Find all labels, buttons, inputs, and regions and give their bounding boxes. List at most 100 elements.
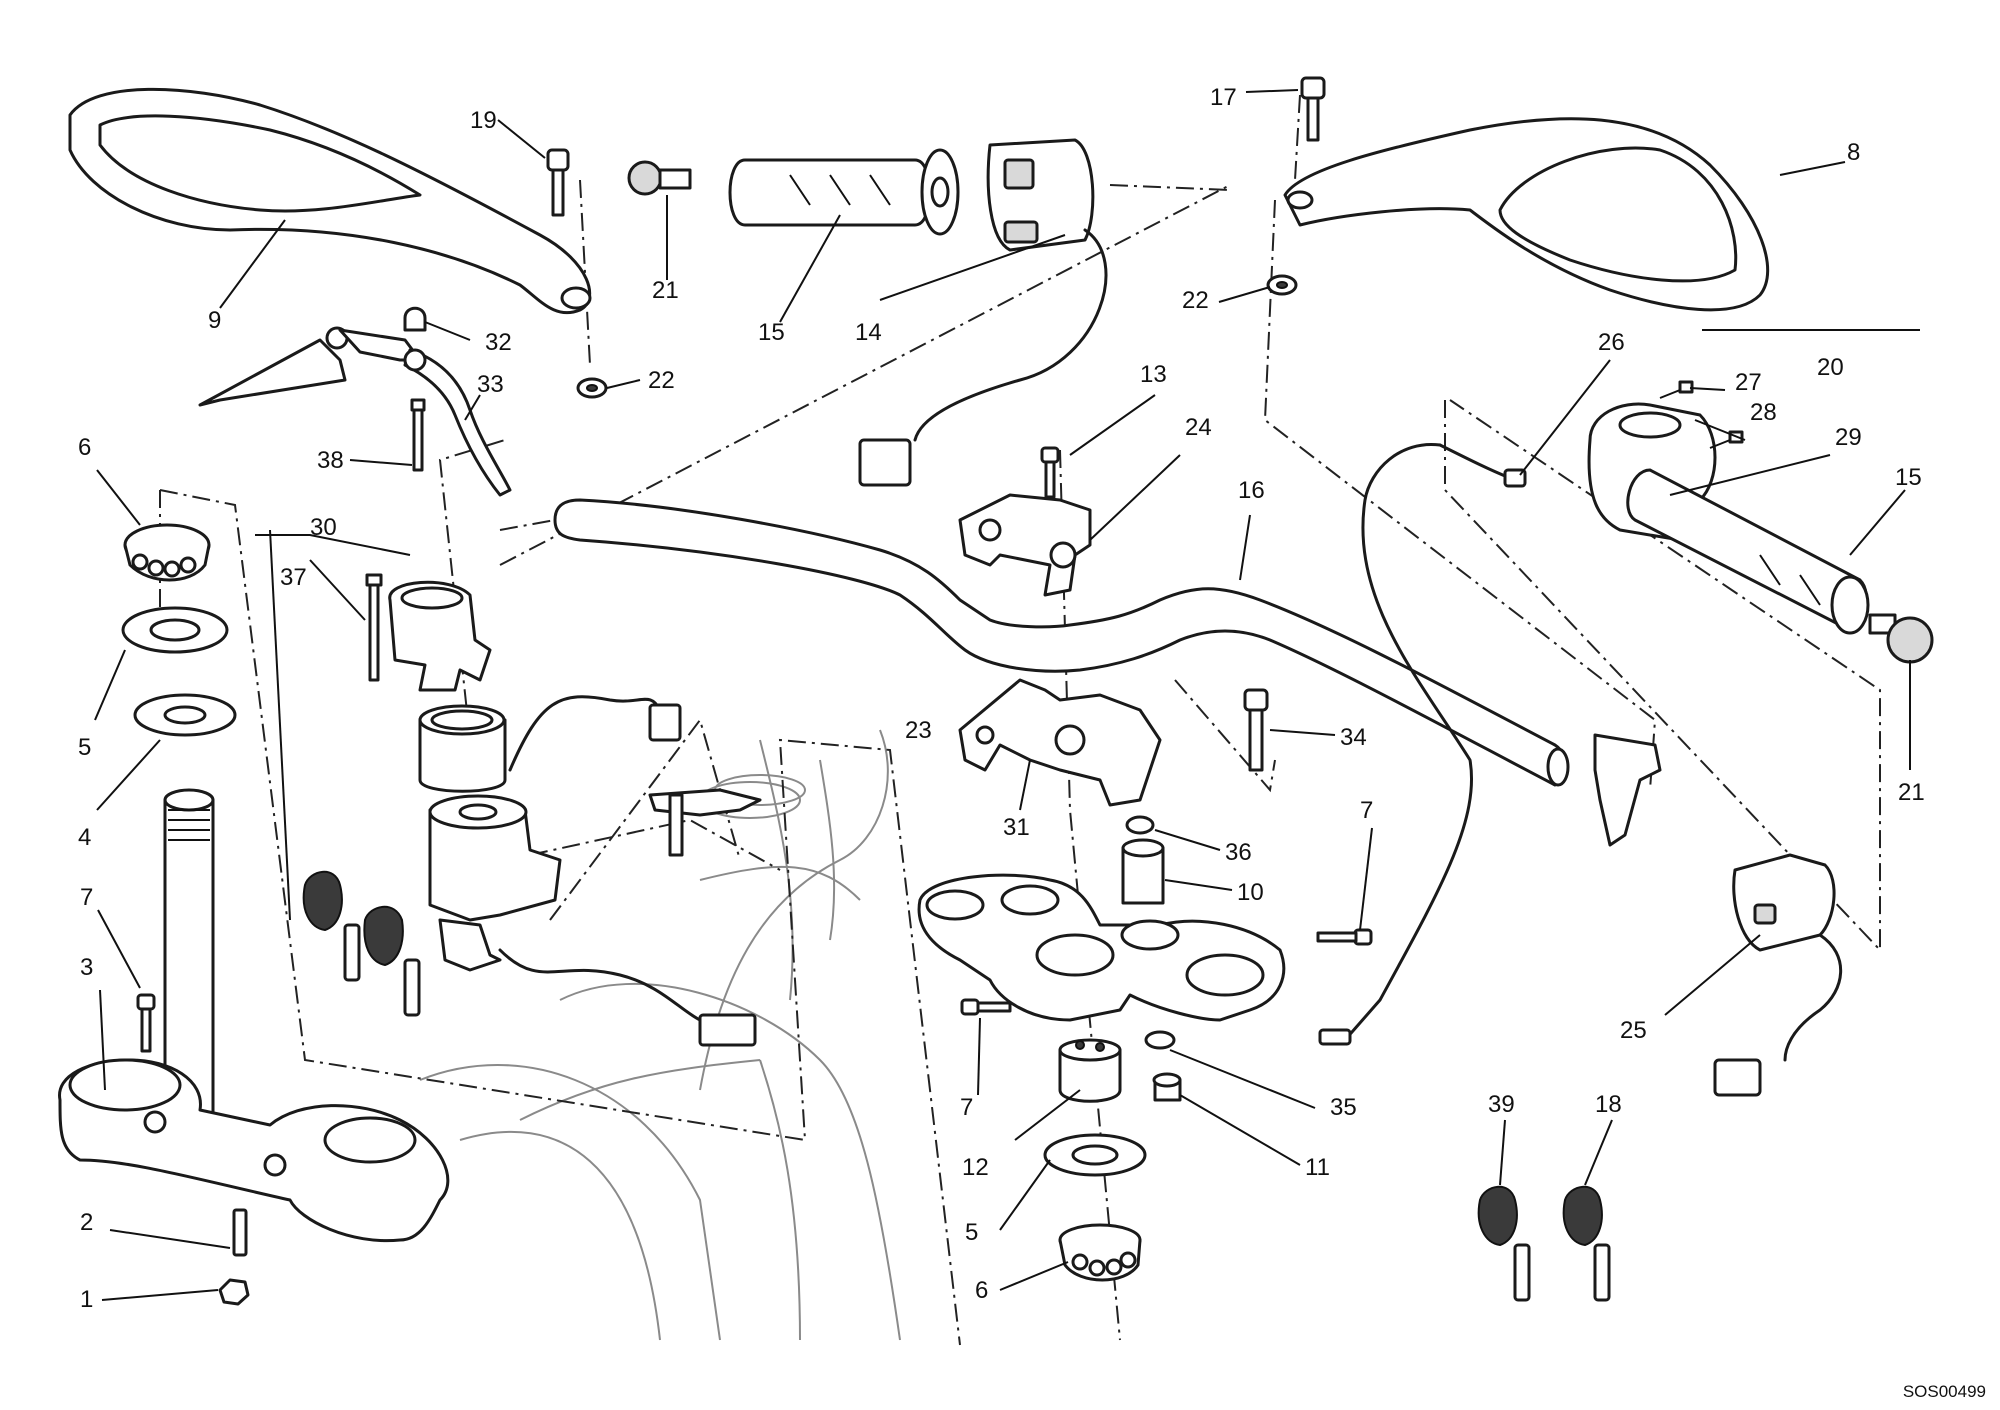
callout-22-left: 22 xyxy=(648,367,675,394)
callout-30: 30 xyxy=(310,514,337,541)
callout-7-right: 7 xyxy=(1360,797,1373,824)
callout-numbers: 19 21 15 14 17 8 9 32 22 22 33 38 6 30 3… xyxy=(78,84,1925,1313)
callout-15-left: 15 xyxy=(758,319,785,346)
bolt-13 xyxy=(1040,446,1060,499)
callout-29: 29 xyxy=(1835,424,1862,451)
callout-23: 23 xyxy=(905,717,932,744)
callout-5-bottom: 5 xyxy=(965,1219,978,1246)
callout-6-bottom: 6 xyxy=(975,1277,988,1304)
nut-32 xyxy=(403,306,427,332)
switch-14-left xyxy=(858,138,1108,487)
diagram-code: SOS00499 xyxy=(1902,1382,1986,1401)
callout-26: 26 xyxy=(1598,329,1625,356)
seal-5-bottom xyxy=(1043,1133,1147,1177)
nut-12 xyxy=(1058,1038,1122,1103)
callout-9: 9 xyxy=(208,307,221,334)
callout-3: 3 xyxy=(80,954,93,981)
bolt-38 xyxy=(410,398,426,472)
switch-25-right xyxy=(1713,853,1843,1097)
bolt-7-left xyxy=(136,993,156,1053)
bracket-ignition-mount xyxy=(648,788,762,857)
callout-8: 8 xyxy=(1847,139,1860,166)
ignition-ring xyxy=(418,704,507,793)
callout-5-top: 5 xyxy=(78,734,91,761)
handlebar-right-mount xyxy=(1593,733,1662,847)
callout-36: 36 xyxy=(1225,839,1252,866)
callout-7-upper-yoke: 7 xyxy=(960,1094,973,1121)
callout-18: 18 xyxy=(1595,1091,1622,1118)
seal-5-top xyxy=(121,606,229,654)
key-left-b xyxy=(363,905,421,1017)
callout-21-right: 21 xyxy=(1898,779,1925,806)
left-mirror xyxy=(68,87,592,315)
callout-22-right: 22 xyxy=(1182,287,1209,314)
callout-11: 11 xyxy=(1305,1154,1330,1181)
washer-36 xyxy=(1125,815,1155,835)
callout-39: 39 xyxy=(1488,1091,1515,1118)
callout-7-left: 7 xyxy=(80,884,93,911)
callout-38: 38 xyxy=(317,447,344,474)
callout-1: 1 xyxy=(80,1286,93,1313)
washer-22-right xyxy=(1266,274,1298,296)
key-left-a xyxy=(302,870,361,982)
callout-14: 14 xyxy=(855,319,882,346)
throttle-cable-26 xyxy=(1318,442,1527,1046)
leader-lines xyxy=(94,89,1920,1301)
key-18 xyxy=(1562,1185,1611,1302)
callout-33: 33 xyxy=(477,371,504,398)
washer-4 xyxy=(133,693,237,737)
lower-yoke-3 xyxy=(58,1058,450,1243)
callout-6-top: 6 xyxy=(78,434,91,461)
callout-2: 2 xyxy=(80,1209,93,1236)
callout-10: 10 xyxy=(1237,879,1264,906)
nut-11 xyxy=(1152,1072,1182,1102)
bolt-19 xyxy=(546,148,570,217)
ignition-switch xyxy=(428,695,757,1047)
callout-27: 27 xyxy=(1735,369,1762,396)
callout-32: 32 xyxy=(485,329,512,356)
bracket-left xyxy=(198,326,422,407)
callout-37: 37 xyxy=(280,564,307,591)
lever-33 xyxy=(403,348,512,497)
right-mirror xyxy=(1283,117,1770,312)
bar-end-21-left xyxy=(627,160,692,196)
callout-24: 24 xyxy=(1185,414,1212,441)
bearing-6-bottom xyxy=(1058,1223,1142,1282)
clamp-31-lower xyxy=(958,678,1162,807)
bolt-17 xyxy=(1300,76,1326,142)
bolt-7-right xyxy=(1316,928,1373,946)
callout-35: 35 xyxy=(1330,1094,1357,1121)
callout-13: 13 xyxy=(1140,361,1167,388)
grip-15-right xyxy=(1626,468,1870,635)
bolt-7-upper-yoke xyxy=(960,998,1012,1016)
ignition-cover-30 xyxy=(388,580,492,692)
callout-16: 16 xyxy=(1238,477,1265,504)
callout-15-right: 15 xyxy=(1895,464,1922,491)
bush-10 xyxy=(1121,838,1165,905)
nut-1 xyxy=(218,1278,250,1306)
callout-19: 19 xyxy=(470,107,497,134)
screw-27 xyxy=(1659,380,1694,399)
pin-2 xyxy=(232,1208,248,1257)
callout-31: 31 xyxy=(1003,814,1030,841)
clamp-24-upper xyxy=(958,493,1092,597)
callout-25: 25 xyxy=(1620,1017,1647,1044)
washer-35 xyxy=(1144,1030,1176,1050)
callout-21-left: 21 xyxy=(652,277,679,304)
washer-22-left xyxy=(576,377,608,399)
bolt-34 xyxy=(1243,688,1269,772)
callout-34: 34 xyxy=(1340,724,1367,751)
bar-end-21-right xyxy=(1868,613,1934,664)
callout-20: 20 xyxy=(1817,354,1844,381)
callout-17: 17 xyxy=(1210,84,1237,111)
upper-yoke-23 xyxy=(917,873,1286,1022)
screw-28 xyxy=(1709,430,1744,449)
callout-28: 28 xyxy=(1750,399,1777,426)
handlebar-16 xyxy=(553,498,1570,787)
callout-12: 12 xyxy=(962,1154,989,1181)
bearing-6-top xyxy=(123,523,211,582)
key-39 xyxy=(1477,1185,1531,1302)
callout-4: 4 xyxy=(78,824,91,851)
grip-15-left xyxy=(728,148,960,236)
